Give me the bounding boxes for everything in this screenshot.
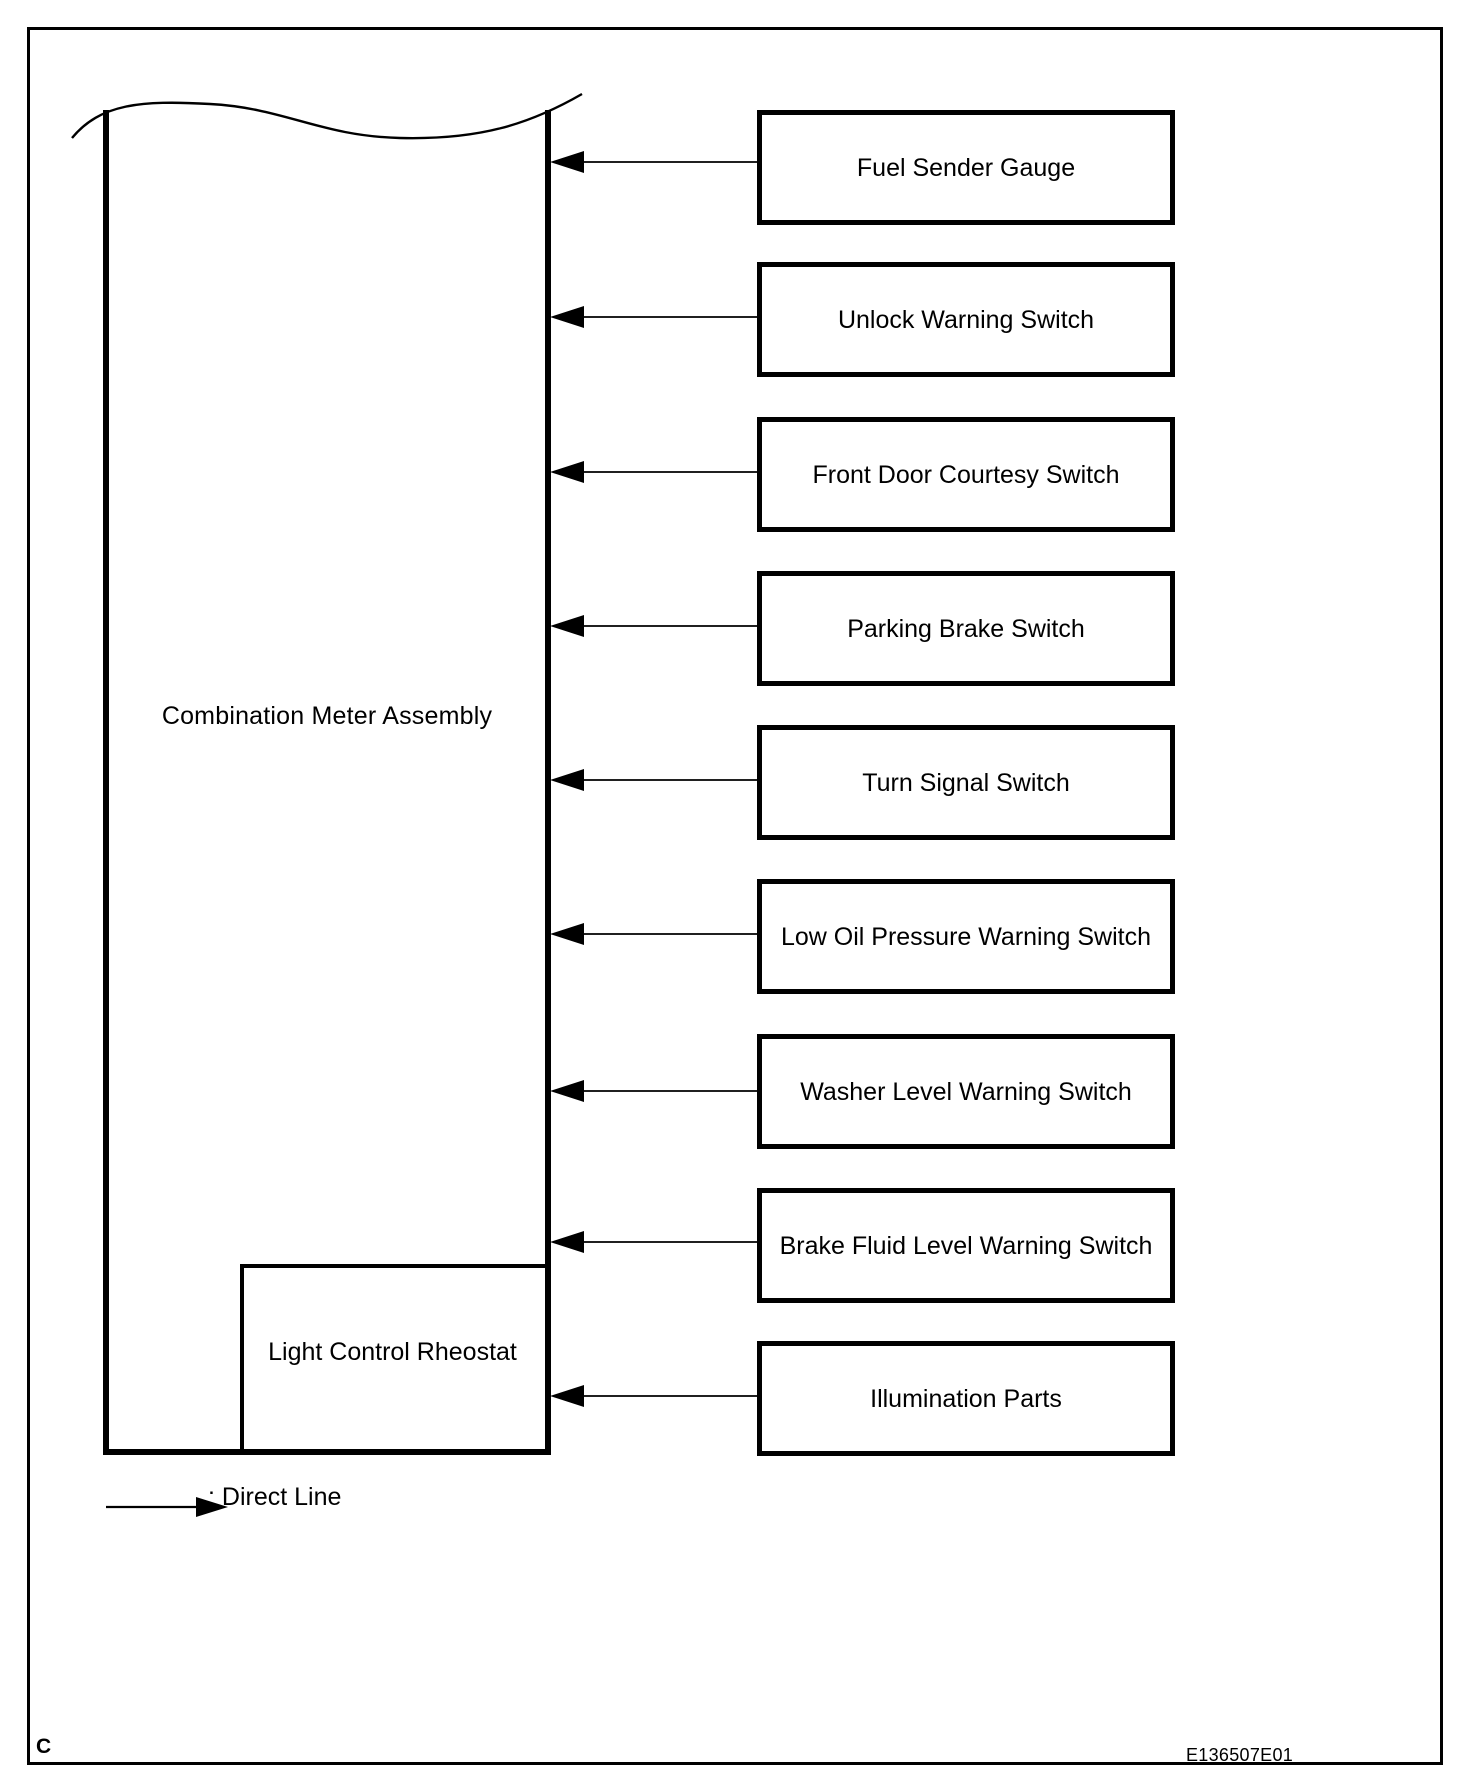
component-label: Washer Level Warning Switch bbox=[800, 1077, 1132, 1106]
component-label: Unlock Warning Switch bbox=[837, 305, 1095, 334]
component-box: Low Oil Pressure Warning Switch bbox=[757, 879, 1175, 994]
legend-arrow-icon bbox=[106, 1497, 228, 1517]
component-box: Parking Brake Switch bbox=[757, 571, 1175, 686]
figure-reference-code: E136507E01 bbox=[1186, 1745, 1294, 1765]
combination-meter-assembly-box bbox=[103, 110, 551, 1455]
component-label: Turn Signal Switch bbox=[862, 768, 1070, 797]
page-border-frame bbox=[27, 27, 1443, 1765]
component-label: Parking Brake Switch bbox=[847, 614, 1085, 643]
light-control-rheostat-box bbox=[240, 1264, 551, 1455]
component-label: Fuel Sender Gauge bbox=[856, 153, 1076, 182]
legend-label: : Direct Line bbox=[208, 1483, 342, 1511]
component-label: Illumination Parts bbox=[870, 1384, 1062, 1413]
combination-meter-assembly-label: Combination Meter Assembly bbox=[161, 702, 493, 730]
break-line-icon bbox=[71, 92, 583, 140]
component-box: Illumination Parts bbox=[757, 1341, 1175, 1456]
component-box: Fuel Sender Gauge bbox=[757, 110, 1175, 225]
component-label: Low Oil Pressure Warning Switch bbox=[780, 922, 1152, 951]
page-corner-mark: C bbox=[36, 1735, 52, 1758]
light-control-rheostat-label: Light Control Rheostat bbox=[268, 1338, 517, 1366]
component-box: Front Door Courtesy Switch bbox=[757, 417, 1175, 532]
component-box: Brake Fluid Level Warning Switch bbox=[757, 1188, 1175, 1303]
component-label: Brake Fluid Level Warning Switch bbox=[779, 1231, 1153, 1260]
component-box: Turn Signal Switch bbox=[757, 725, 1175, 840]
component-box: Washer Level Warning Switch bbox=[757, 1034, 1175, 1149]
component-box: Unlock Warning Switch bbox=[757, 262, 1175, 377]
component-label: Front Door Courtesy Switch bbox=[812, 460, 1120, 489]
